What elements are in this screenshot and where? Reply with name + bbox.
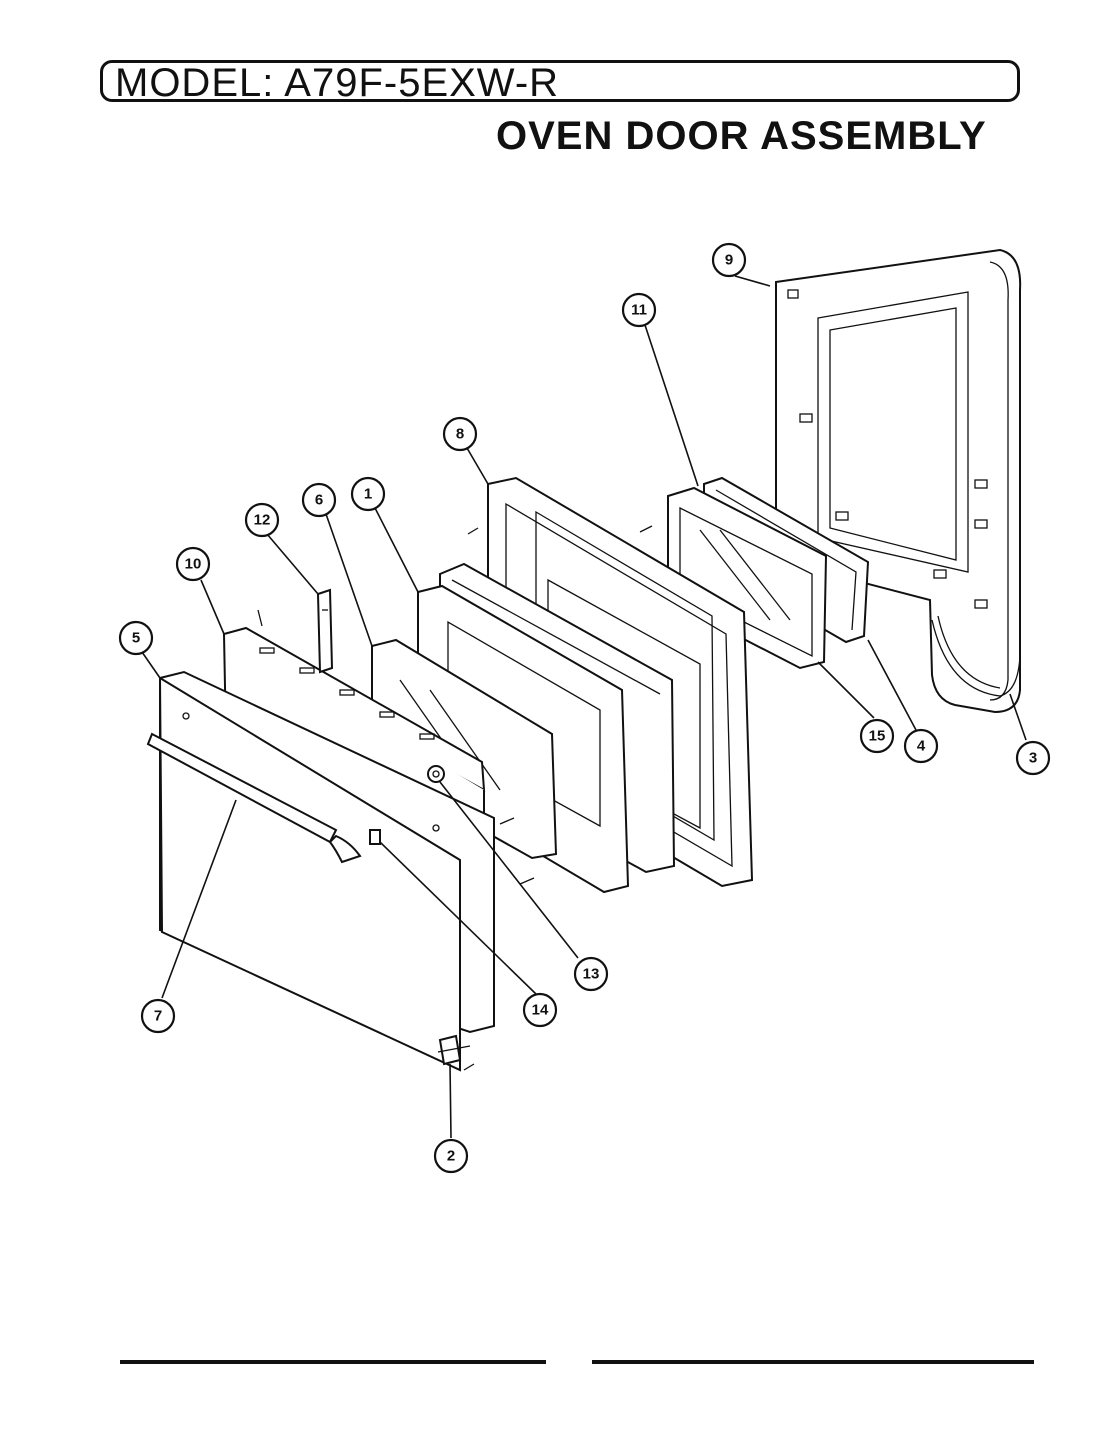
section-title: OVEN DOOR ASSEMBLY [496, 114, 987, 158]
callout-label: 14 [532, 1002, 549, 1019]
callout-label: 13 [583, 966, 600, 983]
footer-rule-left [120, 1360, 546, 1364]
leader-lines [141, 275, 1027, 1139]
part-handle [146, 732, 362, 864]
callout-12: 12 [244, 502, 280, 538]
callout-label: 5 [132, 630, 140, 647]
callout-label: 8 [456, 426, 464, 443]
part-clip [369, 829, 381, 845]
callout-13: 13 [573, 956, 609, 992]
callout-label: 1 [364, 486, 372, 503]
part-bracket [316, 588, 334, 674]
callout-6: 6 [301, 482, 337, 518]
callout-1: 1 [350, 476, 386, 512]
callout-7: 7 [140, 998, 176, 1034]
footer-rule-right [592, 1360, 1034, 1364]
screws [257, 525, 653, 1071]
callout-9: 9 [711, 242, 747, 278]
model-label: MODEL: A79F-5EXW-R [115, 61, 560, 105]
callout-15: 15 [859, 718, 895, 754]
callout-label: 11 [631, 302, 647, 319]
callout-label: 15 [869, 728, 886, 745]
model-box: MODEL: A79F-5EXW-R [100, 60, 1020, 105]
callout-label: 9 [725, 252, 733, 269]
callout-5: 5 [118, 620, 154, 656]
part-door-liner [775, 248, 1022, 714]
callout-8: 8 [442, 416, 478, 452]
callout-11: 11 [621, 292, 657, 328]
callout-label: 4 [917, 738, 926, 755]
part-nut [427, 765, 445, 783]
callout-label: 2 [447, 1148, 455, 1165]
callout-label: 10 [185, 556, 202, 573]
callout-4: 4 [903, 728, 939, 764]
callout-label: 6 [315, 492, 323, 509]
callout-label: 7 [154, 1008, 162, 1025]
callout-label: 3 [1029, 750, 1037, 767]
callout-10: 10 [175, 546, 211, 582]
callout-14: 14 [522, 992, 558, 1028]
callout-2: 2 [433, 1138, 469, 1174]
part-gasket-loop [931, 615, 1021, 697]
callout-3: 3 [1015, 740, 1051, 776]
callout-label: 12 [254, 512, 271, 529]
part-hinge-bracket [437, 1034, 471, 1066]
part-outer-door-panel [159, 670, 495, 1072]
